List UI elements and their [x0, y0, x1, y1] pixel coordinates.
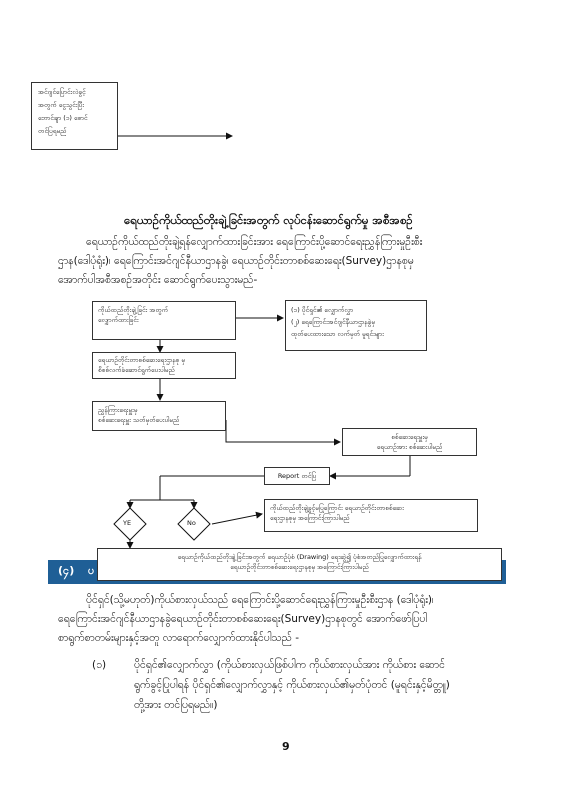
top-note-line: ဘောင်ချာ (၁) စောင်: [38, 114, 88, 122]
section-heading: ရေယာဉ်ကိုယ်ထည်တိုးချဲ့ခြင်းအတွက် လုပ်ငန်…: [124, 213, 413, 227]
surveyor-assign-line: ညွှန်ကြားရေးမှူးမှ: [98, 406, 138, 414]
inspect-line: ရေယာဉ်အား စစ်ဆေးပါမည်: [376, 443, 443, 451]
report-box: Report တင်ပြ: [264, 467, 330, 485]
survey-dept-line: ရေယာဉ်တိုင်းတာစစ်ဆေးရေးဌာနစု မှ: [98, 356, 185, 364]
item-number: (၁): [92, 659, 107, 671]
body-line: စာရွက်စာတမ်းများနှင့်အတူ လာရောက်လျှောက်ထ…: [58, 632, 300, 644]
apply-line: ကိုယ်ထည်တိုးချဲ့ခြင်း အတွက်: [98, 306, 169, 314]
intro-line: ဌာန(ဒေါပုံရုံး)၊ ရေကြောင်းအင်ဂျင်နီယာဌာန…: [58, 255, 414, 267]
top-note-line: အတွက် ငွေသွင်းပြီး: [38, 101, 84, 109]
survey-dept-line: စိစစ်လက်ခံဆောင်ရွက်ပေးပါမည်: [98, 366, 175, 374]
page-number: 9: [282, 740, 290, 753]
intro-line: အောက်ပါအစီအစဉ်အတိုင်း ဆောင်ရွက်ပေးသွားမည…: [58, 274, 258, 286]
surveyor-assign-box: ညွှန်ကြားရေးမှူးမှ စစ်ဆေးရေးမှူး သတ်မှတ်…: [92, 401, 226, 431]
attachment-item: (၁) ပိုင်ရှင်၏ လျှောက်လွှာ: [291, 306, 354, 314]
yes-result-line: ရေယာဉ်တိုင်းတာစစ်ဆေးရေးဌာနစုမှ အကြောင်းက…: [230, 563, 369, 571]
yes-result-box: ရေယာဉ်ကိုယ်ထည်တိုးချဲ့ခြင်းအတွက် ရေယာဉ်ပ…: [97, 548, 502, 581]
attachment-item: ထုတ်ပေးထားသော လက်မှတ် မူရင်းများ: [291, 330, 384, 338]
apply-box: ကိုယ်ထည်တိုးချဲ့ခြင်း အတွက် လျှောက်ထားခြ…: [92, 301, 236, 340]
item-line: ရွက်ခွင့်ပြုပါရန် ပိုင်ရှင်၏လျှောက်လွှာန…: [134, 679, 450, 691]
top-note-line: တင်ပြရမည်: [38, 127, 67, 135]
body-line: ပိုင်ရှင်(သို့မဟုတ်)ကိုယ်စားလှယ်သည် ရေကြ…: [86, 594, 434, 606]
yes-result-line: ရေယာဉ်ကိုယ်ထည်တိုးချဲ့ခြင်းအတွက် ရေယာဉ်ပ…: [177, 553, 422, 561]
yes-diamond: [113, 507, 147, 541]
no-result-line: ကိုယ်ထည်တိုးချဲ့ခွင့်မပြုကြောင်း ရေယာဉ်တ…: [270, 504, 404, 512]
assign-to-inspect-arrow: [225, 420, 341, 446]
no-to-result-arrow: [211, 511, 263, 525]
no-result-box: ကိုယ်ထည်တိုးချဲ့ခွင့်မပြုကြောင်း ရေယာဉ်တ…: [264, 499, 478, 532]
top-note-box: အင်ဂျင်ပြောင်းလဲခွင့် အတွက် ငွေသွင်းပြီး…: [31, 82, 118, 150]
survey-dept-box: ရေယာဉ်တိုင်းတာစစ်ဆေးရေးဌာနစု မှ စိစစ်လက်…: [92, 352, 236, 379]
body-line: ရေကြောင်းအင်ဂျင်နီယာဌာနခွဲရေယာဉ်တိုင်းတာ…: [58, 613, 428, 625]
report-label: Report တင်ပြ: [277, 472, 317, 480]
no-label: No: [187, 519, 196, 527]
apply-line: လျှောက်ထားခြင်း: [98, 316, 139, 324]
surveyor-assign-line: စစ်ဆေးရေးမှူး သတ်မှတ်ပေးပါမည်: [98, 416, 180, 424]
intro-line: ရေယာဉ်ကိုယ်ထည်တိုးချဲ့ရန်လျှောက်ထားခြင်း…: [86, 236, 423, 248]
inspect-line: စစ်ဆေးရေးမှူးမှ: [391, 433, 428, 441]
attachment-item: (၂) ရေကြောင်းအင်ဂျင်နီယာဌာနခွဲမှ: [291, 318, 375, 326]
no-result-line: ရေးဌာနစုမှ အကြောင်းကြားပါမည်: [270, 514, 350, 522]
banner-text: ပ: [88, 564, 95, 577]
item-line: ပိုင်ရှင်၏လျှောက်လွှာ (ကိုယ်စားလှယ်ဖြစ်ပ…: [134, 659, 445, 671]
item-line: တို့အား တင်ပြရမည်။): [134, 699, 218, 711]
inspect-box: စစ်ဆေးရေးမှူးမှ ရေယာဉ်အား စစ်ဆေးပါမည်: [342, 428, 477, 456]
top-note-line: အင်ဂျင်ပြောင်းလဲခွင့်: [38, 88, 86, 96]
no-diamond: [177, 507, 211, 541]
attachments-box: (၁) ပိုင်ရှင်၏ လျှောက်လွှာ (၂) ရေကြောင်း…: [285, 300, 427, 351]
banner-number: (၄): [58, 564, 75, 577]
yes-label: YE: [123, 519, 132, 527]
